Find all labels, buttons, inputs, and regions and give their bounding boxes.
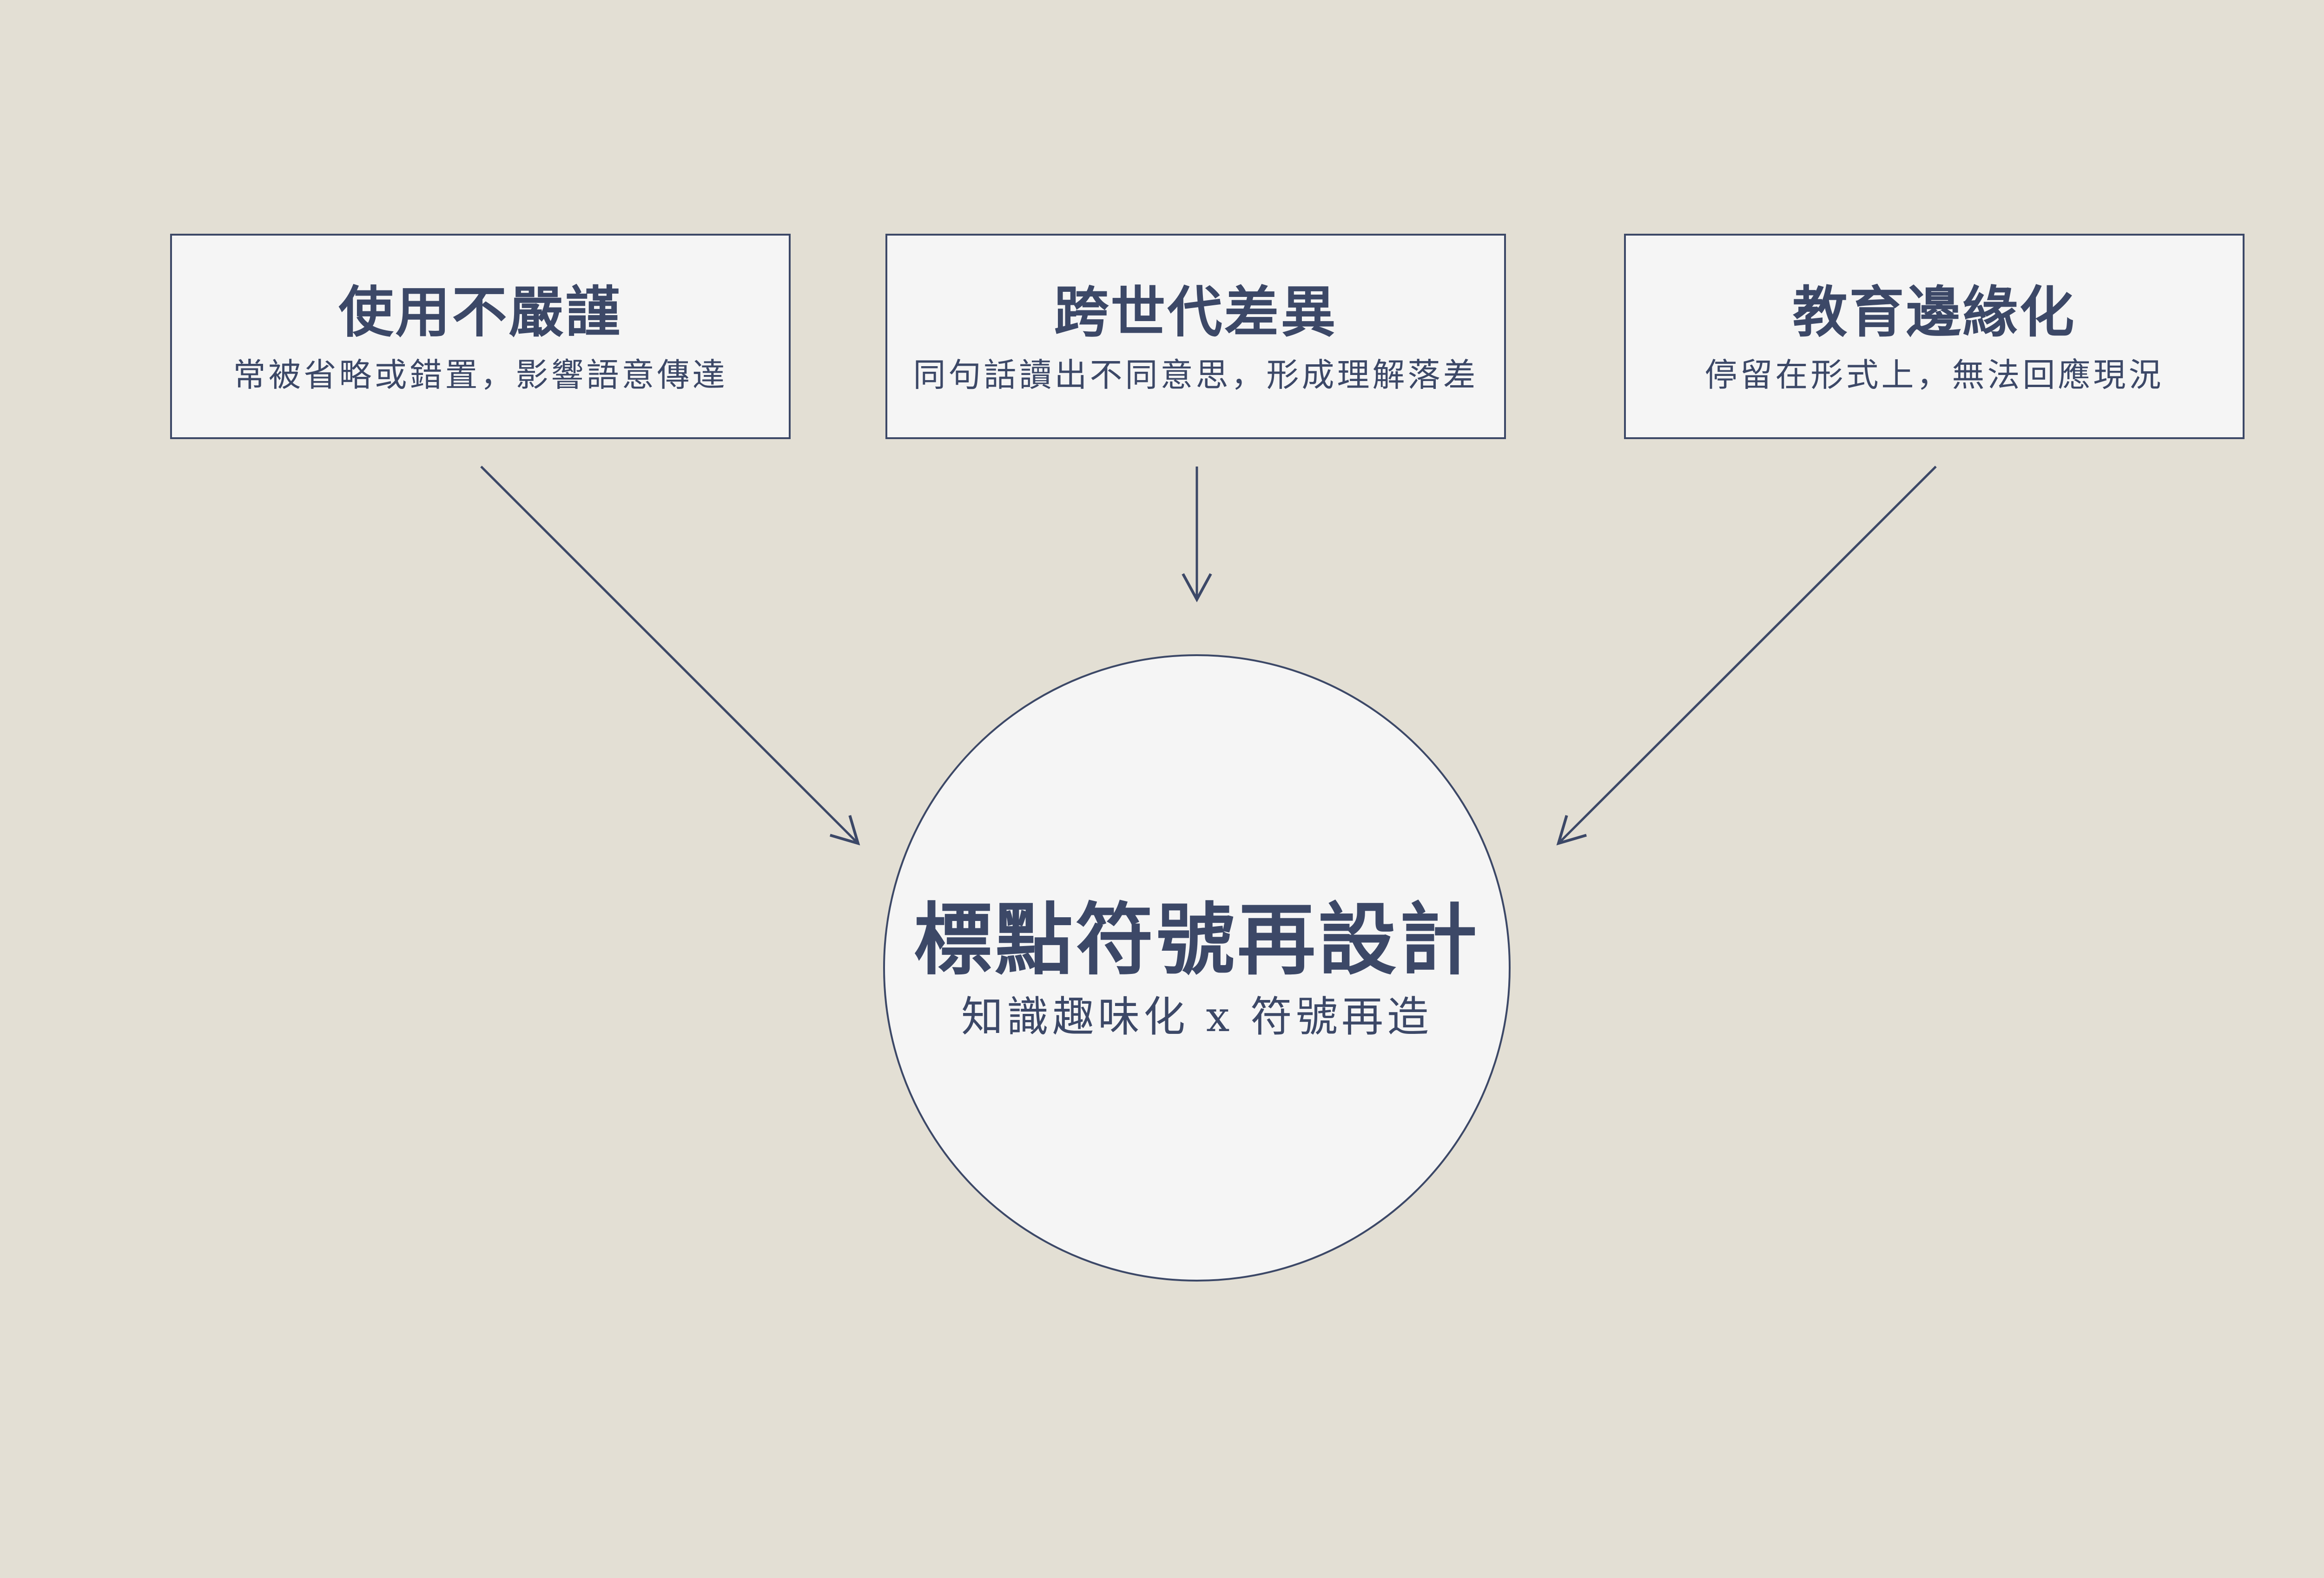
problem-box-title: 使用不嚴謹 <box>338 280 622 344</box>
arrow-left <box>480 466 860 846</box>
problem-box-subtitle: 停留在形式上，無法回應現況 <box>1704 356 2164 394</box>
problem-box-title: 教育邊緣化 <box>1792 280 2076 344</box>
arrow-right <box>1556 466 1937 846</box>
solution-subtitle: 知識趣味化 x 符號再造 <box>961 993 1433 1041</box>
problem-box-misuse: 使用不嚴謹 常被省略或錯置，影響語意傳達 <box>170 234 791 439</box>
problem-box-generation-gap: 跨世代差異 同句話讀出不同意思，形成理解落差 <box>885 234 1506 439</box>
solution-circle: 標點符號再設計 知識趣味化 x 符號再造 <box>883 654 1511 1282</box>
problem-box-subtitle: 同句話讀出不同意思，形成理解落差 <box>913 356 1479 394</box>
problem-box-subtitle: 常被省略或錯置，影響語意傳達 <box>233 356 728 394</box>
solution-title: 標點符號再設計 <box>914 894 1480 986</box>
problem-box-education: 教育邊緣化 停留在形式上，無法回應現況 <box>1624 234 2245 439</box>
problem-box-title: 跨世代差異 <box>1054 280 1338 344</box>
